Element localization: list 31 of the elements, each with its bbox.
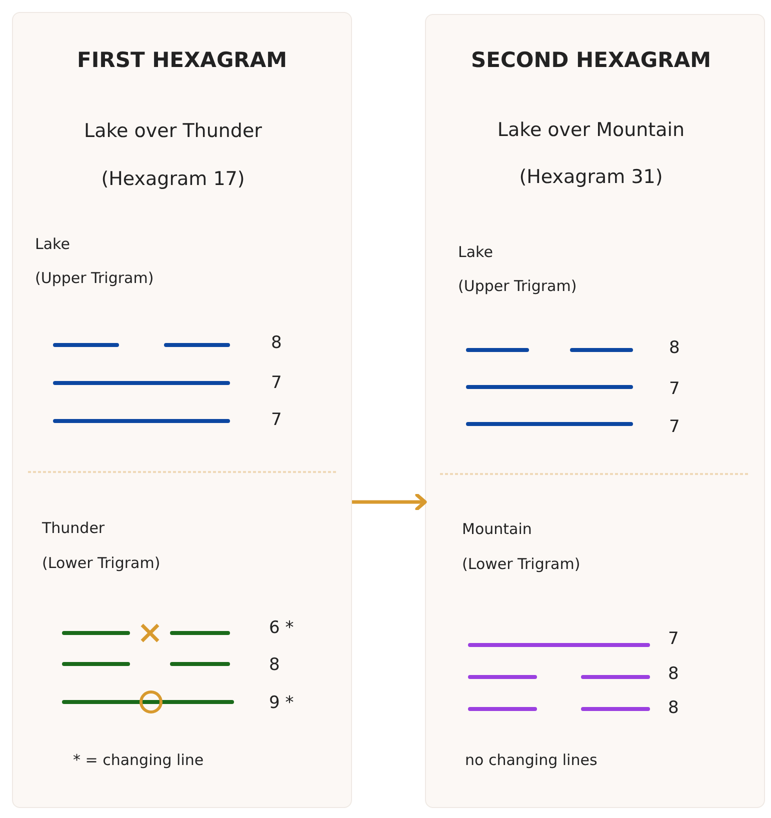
line-value: 7 — [669, 416, 680, 438]
note: * = changing line — [73, 751, 204, 769]
line-value: 7 — [668, 628, 679, 650]
panel-heading: SECOND HEXAGRAM — [470, 48, 712, 74]
line-value: 8 — [668, 664, 679, 684]
line-value: 7 — [271, 372, 282, 394]
line-value: 8 — [271, 332, 282, 354]
hexagram-number: (Hexagram 17) — [100, 168, 246, 190]
line-value: 8 — [269, 654, 280, 676]
note: no changing lines — [465, 751, 598, 769]
trigram-name: Mountain — [462, 520, 532, 538]
line-value: 9 * — [269, 692, 294, 714]
hexagram-card — [12, 12, 352, 808]
line-value: 8 — [669, 338, 680, 358]
trigram-position: (Lower Trigram) — [462, 555, 580, 573]
trigram-position: (Upper Trigram) — [458, 277, 577, 295]
hexagram-card — [425, 14, 765, 808]
trigram-name: Thunder — [42, 519, 105, 537]
trigram-position: (Lower Trigram) — [42, 554, 160, 572]
line-value: 6 * — [269, 618, 294, 638]
hexagram-number: (Hexagram 31) — [518, 166, 664, 188]
trigram-name: Lake — [35, 235, 70, 253]
line-value: 8 — [668, 698, 679, 718]
line-value: 7 — [271, 410, 282, 430]
line-value: 7 — [669, 378, 680, 400]
hexagram-name: Lake over Mountain — [496, 118, 686, 142]
trigram-name: Lake — [458, 243, 493, 261]
trigram-position: (Upper Trigram) — [35, 269, 154, 287]
arrow — [352, 493, 427, 511]
panel-heading: FIRST HEXAGRAM — [76, 48, 288, 74]
hexagram-name: Lake over Thunder — [83, 120, 263, 142]
